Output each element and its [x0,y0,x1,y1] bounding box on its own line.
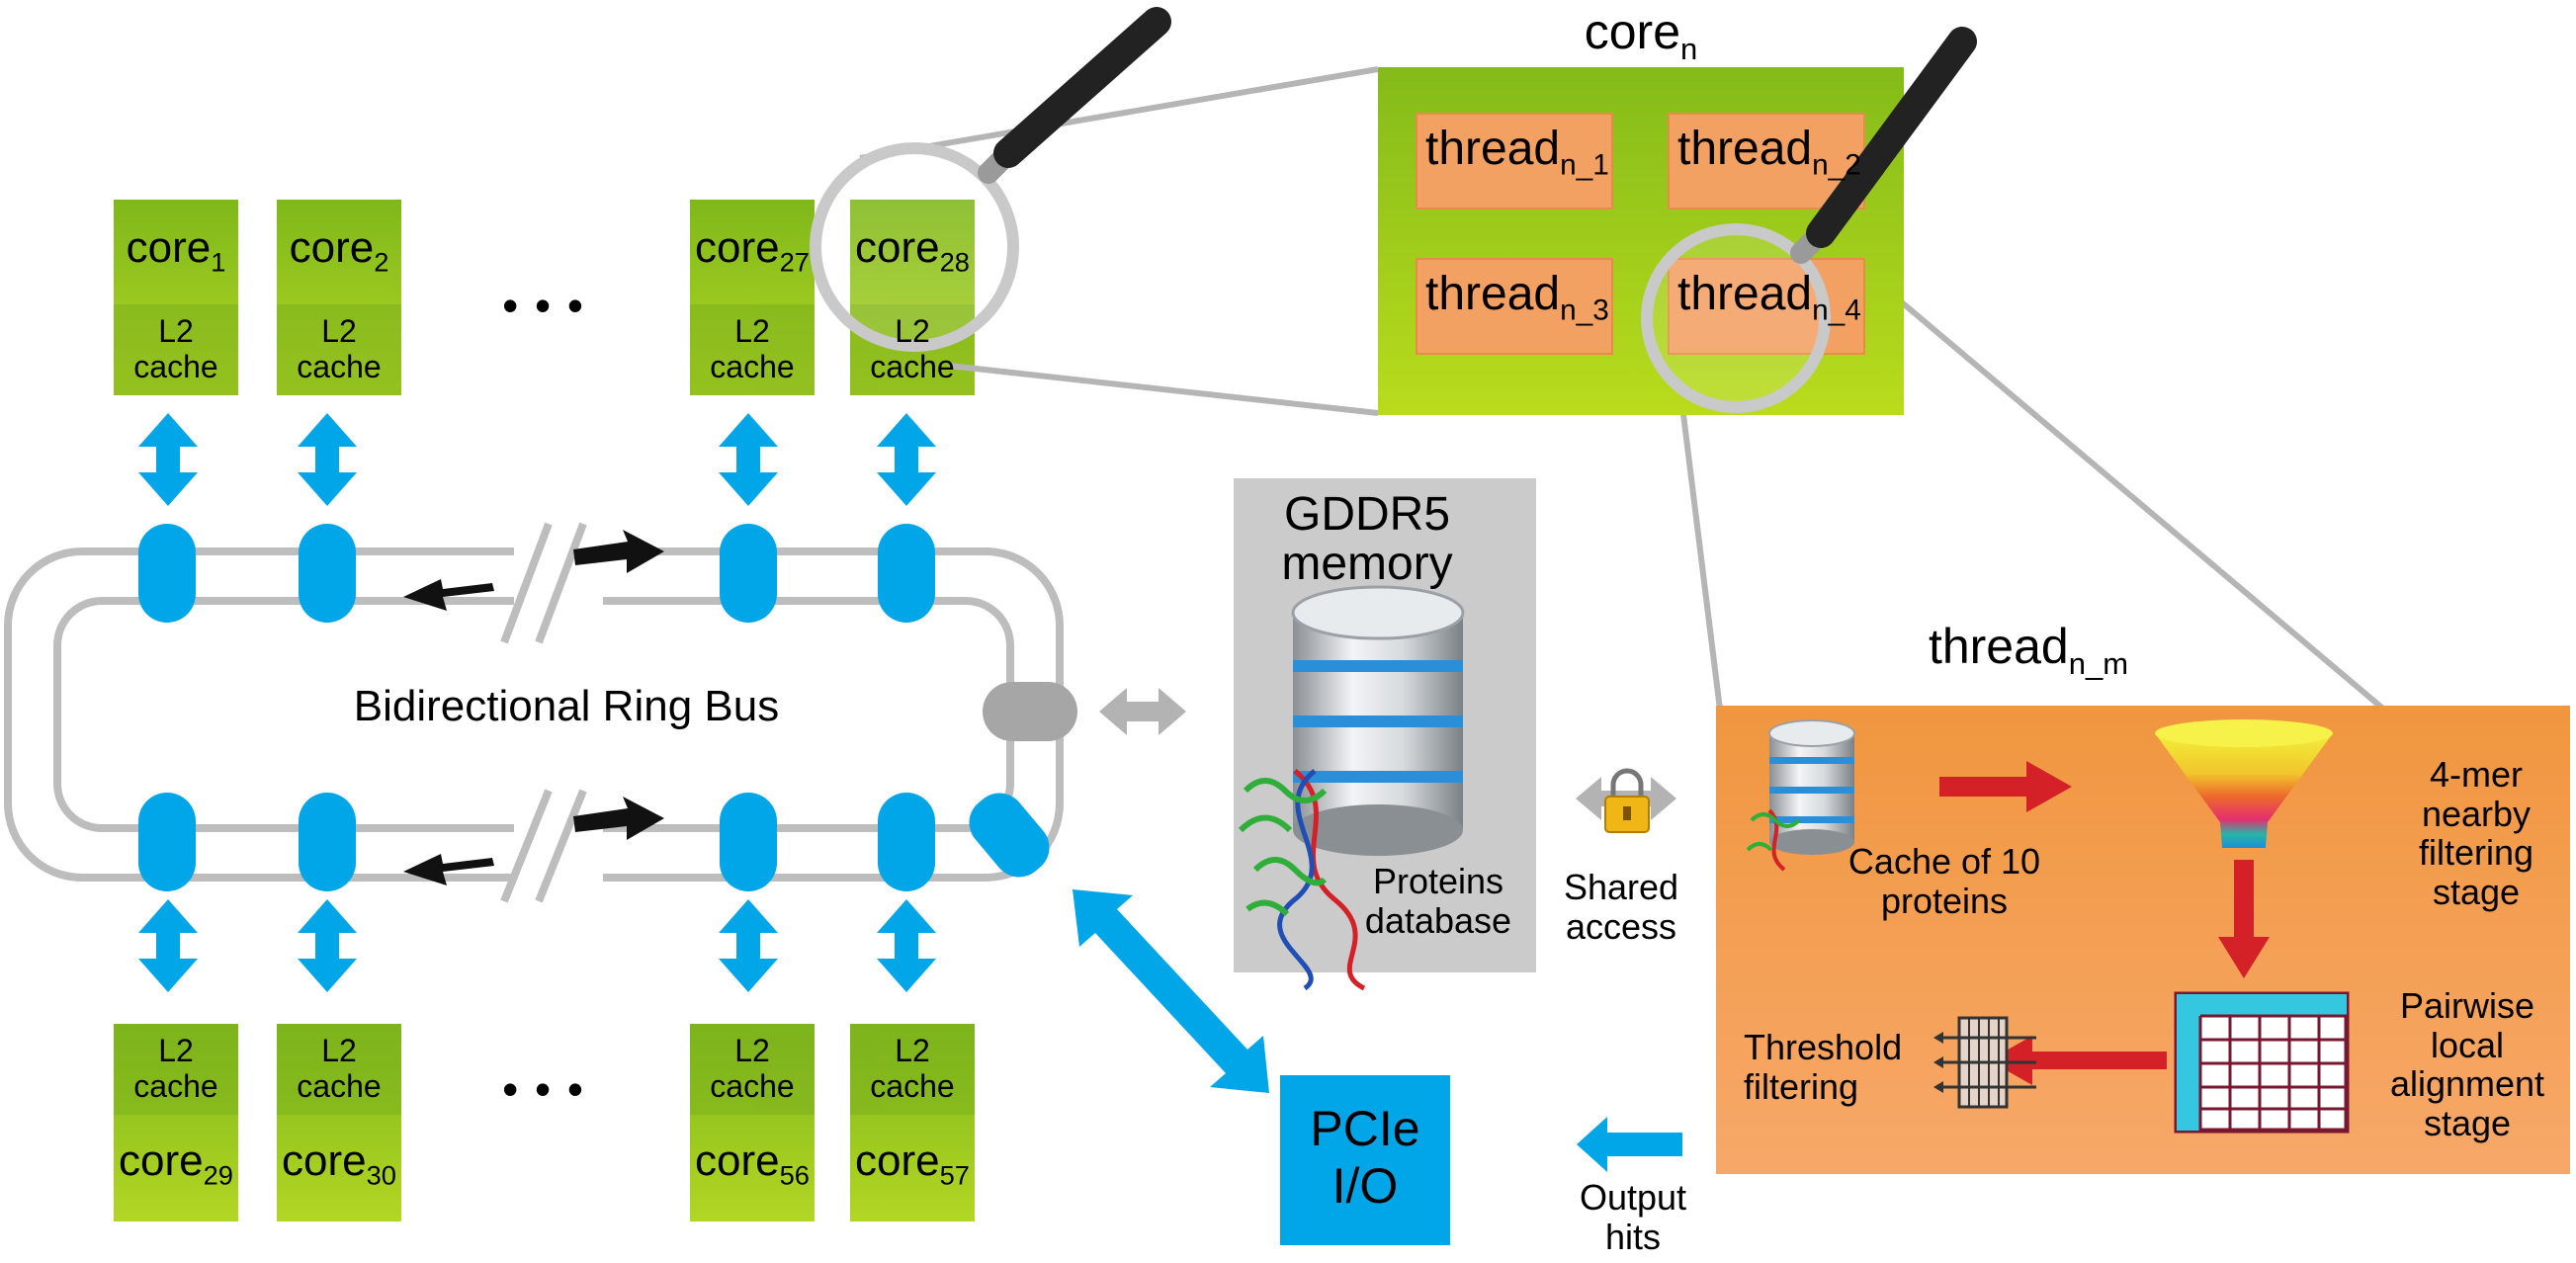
zoom-lines [859,66,2386,713]
output-hits-arrow [1577,1117,1682,1172]
pcie-box [1280,1075,1450,1245]
core-n-title: coren [1584,4,1698,66]
thread-label-n2: threadn_2 [1677,123,1861,182]
thread-label-n3: threadn_3 [1425,268,1609,327]
core-label-30: core30 [282,1137,396,1191]
core-label-57: core57 [855,1137,970,1191]
bottom-core-boxes [114,1024,975,1221]
core-bus-arrows [138,413,936,992]
core-n-threads [1416,113,1865,355]
arrow-left-bottom [403,854,494,885]
lock-icon [1604,768,1650,833]
thread-panel [1716,706,2570,1174]
magnifier-icon-core [810,7,1171,352]
ellipsis-bottom: • • • [502,1063,585,1115]
ring-direction-arrows [403,530,664,885]
ring-bus-label: Bidirectional Ring Bus [353,682,780,730]
core-label-1: core1 [126,223,226,278]
core-label-29: core29 [119,1137,233,1191]
core-label-56: core56 [695,1137,810,1191]
thread-label-n1: threadn_1 [1425,123,1609,182]
thread-nm-title: threadn_m [1928,619,2129,681]
threshold-filter-icon [1933,1016,2036,1109]
database-icon-gddr5 [1291,585,1465,856]
magnifier-icon-thread [1641,27,1977,413]
pcie-bus-arrow [1073,889,1269,1093]
memory-ring-stop [983,682,1077,741]
core-label-27: core27 [695,223,810,278]
red-arrow-cache-to-filter [1939,761,2072,812]
ring-bus-break-marks [500,522,603,903]
funnel-icon [2155,719,2333,848]
dna-protein-icon-gddr5 [1238,769,1366,991]
pcie-ring-stop [969,793,1050,878]
red-arrow-filter-to-alignment [2218,860,2270,978]
arrow-right-bottom [573,797,664,840]
thread-label-n4: threadn_4 [1677,268,1861,327]
core-label-2: core2 [289,223,389,278]
ellipsis-top: • • • [502,280,585,331]
ring-stops [138,524,1050,891]
memory-bus-arrow [1099,688,1186,735]
arrow-left-top [403,579,494,611]
alignment-matrix-icon [2174,991,2350,1134]
core-label-28: core28 [855,223,970,278]
arrow-right-top [573,530,664,573]
red-arrow-alignment-to-threshold [1989,1036,2167,1085]
database-icon-cache [1746,719,1855,872]
